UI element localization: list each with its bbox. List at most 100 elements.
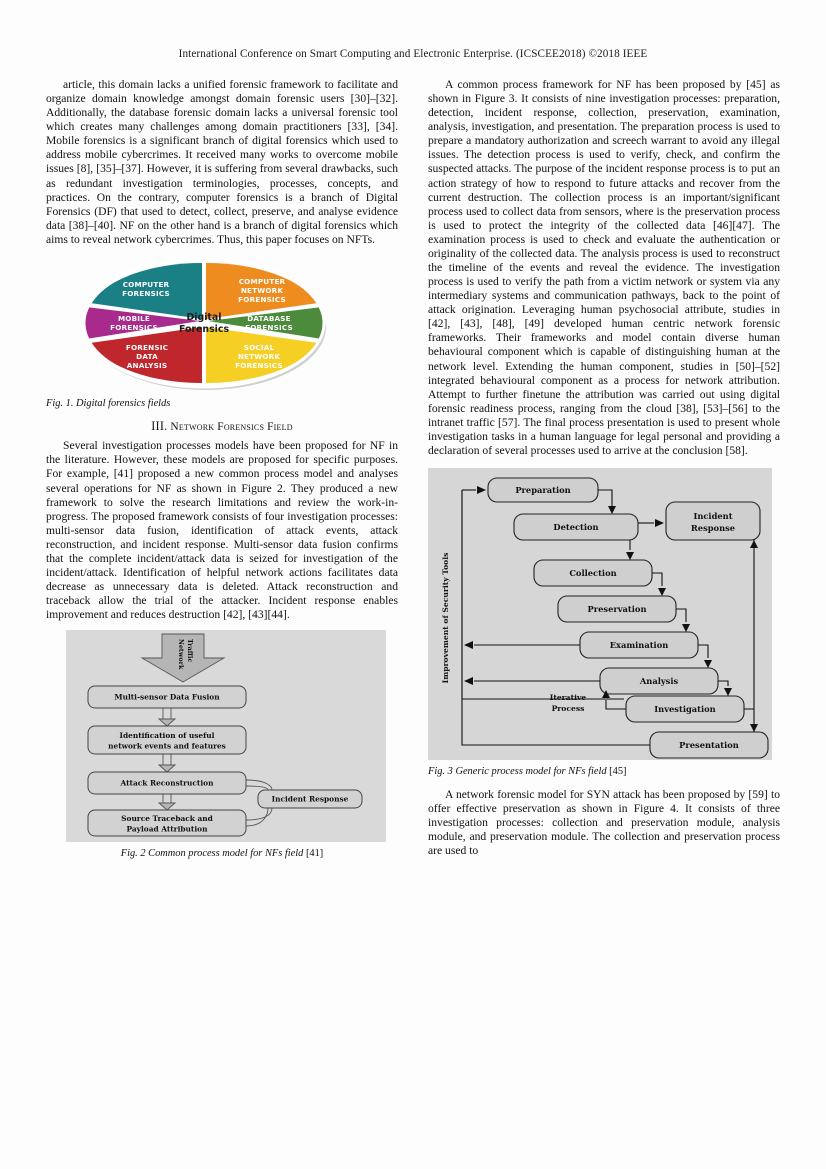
- svg-text:COMPUTER: COMPUTER: [123, 280, 170, 289]
- pie-slice-computer-network-forensics: [206, 262, 318, 319]
- figure-2-caption-ref: [41]: [305, 848, 324, 860]
- figure2-connector-1-head: [157, 718, 177, 727]
- figure3-iterative-return: [605, 700, 626, 710]
- figure3-box-incident-response: [665, 501, 761, 541]
- figure3-arrowhead-to-presentation: [750, 724, 758, 733]
- figure3-label-presentation-1: Presentation: [679, 740, 739, 750]
- figure3-arrowhead-investigation: [724, 688, 732, 697]
- figure-3-svg: Improvement of Security Tools Preparation…: [441, 477, 769, 759]
- figure2-box-identification-of-useful-network-events: [87, 725, 247, 755]
- figure2-connector-1: [162, 708, 172, 721]
- figure3-arrowhead-feedback-analysis: [464, 677, 473, 686]
- right-paragraph-2: A network forensic model for SYN attack …: [428, 787, 780, 857]
- pie-slice-label-computer-forensics: COMPUTER FORENSICS: [122, 280, 170, 298]
- figure-3-caption: Fig. 3 Generic process model for NFs fie…: [428, 766, 780, 778]
- pie-slice-label-social-network-forensics: SOCIAL NETWORK FORENSICS: [235, 343, 283, 370]
- figure-1-caption-label: Fig. 1.: [46, 397, 74, 409]
- svg-text:FORENSICS: FORENSICS: [235, 361, 283, 370]
- figure3-arrowhead-collection: [626, 552, 634, 561]
- figure2-label-source-traceback-payload-attribution-2: Payload Attribution: [127, 825, 209, 834]
- svg-text:FORENSICS: FORENSICS: [238, 295, 286, 304]
- figure3-arrowhead-preparation: [477, 486, 486, 495]
- figure2-box-source-traceback-payload-attribution: [87, 809, 247, 837]
- figure2-box-attack-reconstruction: [87, 771, 247, 795]
- figure2-loop-source-to-incident: [245, 808, 273, 821]
- figure3-label-incident-response-1: Incident: [693, 511, 732, 521]
- pie-slice-label-forensic-data-analysis: FORENSIC DATA ANALYSIS: [126, 343, 168, 370]
- figure3-arrowhead-examination: [682, 624, 690, 633]
- figure3-conn-preservation-examination: [676, 608, 687, 623]
- svg-text:DATABASE: DATABASE: [247, 314, 291, 323]
- figure3-arrowhead-preservation: [658, 588, 666, 597]
- pie-segments: [84, 262, 324, 383]
- figure-1-caption: Fig. 1. Digital forensics fields: [46, 398, 398, 410]
- svg-text:Digital: Digital: [187, 312, 222, 323]
- left-paragraph-2: Several investigation processes models h…: [46, 439, 398, 622]
- figure2-connector-3-head: [157, 802, 177, 811]
- figure2-box-multi-sensor-data-fusion: [87, 685, 247, 709]
- figure3-label-analysis-1: Analysis: [639, 676, 679, 686]
- network-traffic-arrow: [140, 633, 226, 683]
- svg-text:ANALYSIS: ANALYSIS: [127, 361, 167, 370]
- pie-slice-social-network-forensics: [206, 326, 318, 383]
- svg-text:FORENSICS: FORENSICS: [122, 289, 170, 298]
- pie-center-label: Digital Forensics: [179, 312, 229, 335]
- figure-1-caption-text: Digital forensics fields: [76, 397, 171, 409]
- figure2-label-multi-sensor-data-fusion-1: Multi-sensor Data Fusion: [114, 693, 220, 702]
- pie-slice-forensic-data-analysis: [90, 326, 202, 383]
- svg-text:FORENSICS: FORENSICS: [245, 323, 293, 332]
- figure3-conn-collection-preservation: [652, 572, 663, 587]
- figure3-label-investigation-1: Investigation: [654, 704, 715, 714]
- svg-text:COMPUTER: COMPUTER: [239, 277, 286, 286]
- network-traffic-label-line2: Traffic: [186, 639, 194, 662]
- figure-2-caption-text: Common process model for NFs field: [148, 848, 304, 860]
- pie-slice-label-computer-network-forensics: COMPUTER NETWORK FORENSICS: [238, 277, 286, 304]
- figure3-conn-examination-analysis: [698, 644, 709, 659]
- figure-3-caption-ref: [45]: [609, 766, 627, 778]
- figure3-label-examination-1: Examination: [610, 640, 669, 650]
- figure3-side-label: Improvement of Security Tools: [441, 553, 450, 684]
- figure3-arrowhead-analysis: [704, 660, 712, 669]
- figure-1-digital-forensics-fields: COMPUTER FORENSICS COMPUTER NETWORK FORE…: [54, 257, 354, 392]
- figure3-label-incident-response-2: Response: [691, 523, 735, 533]
- figure3-label-preservation-1: Preservation: [588, 604, 647, 614]
- svg-text:MOBILE: MOBILE: [118, 314, 150, 323]
- figure3-arrowhead-right-to-incident: [750, 540, 758, 549]
- figure3-conn-prep-detection: [598, 489, 613, 507]
- figure3-feedback-presentation: [461, 490, 650, 746]
- figure-1-svg: COMPUTER FORENSICS COMPUTER NETWORK FORE…: [82, 257, 326, 390]
- figure3-label-collection-1: Collection: [569, 568, 616, 578]
- pie-slice-label-database-forensics: DATABASE FORENSICS: [245, 314, 293, 332]
- figure-3-caption-text: Generic process model for NFs field: [455, 766, 607, 778]
- figure2-connector-3: [162, 794, 172, 805]
- svg-text:NETWORK: NETWORK: [241, 286, 284, 295]
- pie-slice-label-mobile-forensics: MOBILE FORENSICS: [110, 314, 158, 332]
- figure3-iterative-label-line1: Iterative: [550, 693, 587, 702]
- pie-outer-ring: [82, 257, 326, 389]
- figure3-arrowhead-detection: [608, 506, 616, 515]
- figure2-label-identification-of-useful-network-events-1: Identification of useful: [120, 731, 215, 740]
- figure-2-caption-label: Fig. 2: [120, 848, 146, 860]
- svg-text:SOCIAL: SOCIAL: [244, 343, 275, 352]
- figure3-right-spine-to-incident: [744, 540, 755, 710]
- figure2-loop-attack-to-incident-2: [245, 785, 269, 791]
- figure3-conn-analysis-investigation: [718, 680, 729, 687]
- figure3-label-preparation-1: Preparation: [515, 485, 570, 495]
- svg-text:DATA: DATA: [136, 352, 158, 361]
- figure2-label-source-traceback-payload-attribution-1: Source Traceback and: [121, 814, 213, 823]
- left-paragraph-1: article, this domain lacks a unified for…: [46, 78, 398, 246]
- pie-slice-database-forensics: [208, 306, 324, 339]
- section-number: III.: [151, 419, 168, 434]
- figure2-box-incident-response: [257, 789, 363, 809]
- figure3-box-detection: [513, 513, 639, 541]
- figure-3-generic-process-model: Improvement of Security Tools Preparation…: [428, 468, 772, 761]
- right-column: A common process framework for NF has be…: [428, 78, 780, 858]
- figure2-loop-source-to-incident-2: [245, 808, 269, 827]
- figure2-connector-2-head: [157, 764, 177, 773]
- figure-3-caption-label: Fig. 3: [428, 766, 453, 778]
- pie-slice-computer-forensics: [90, 262, 202, 319]
- figure2-label-attack-reconstruction-1: Attack Reconstruction: [120, 779, 215, 788]
